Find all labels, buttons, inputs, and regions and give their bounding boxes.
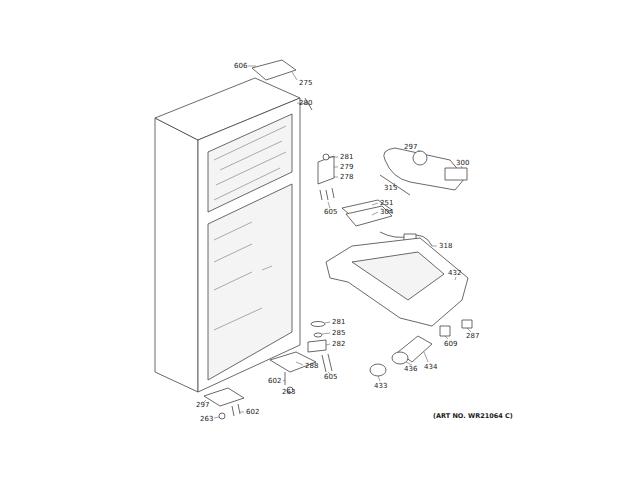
callout-number: 609 xyxy=(444,341,457,348)
callout-number: 281 xyxy=(332,319,345,326)
callout-number: 263 xyxy=(282,389,295,396)
callout-number: 300 xyxy=(456,160,469,167)
callout-number: 297 xyxy=(404,144,417,151)
callout-number: 432 xyxy=(448,270,461,277)
callout-number: 602 xyxy=(246,409,259,416)
cabinet-side xyxy=(155,118,198,392)
callout-number: 287 xyxy=(466,333,479,340)
callout-number: 281 xyxy=(340,154,353,161)
art-number: (ART NO. WR21064 C) xyxy=(433,413,513,420)
callout-number: 434 xyxy=(424,364,437,371)
evaporator-cover xyxy=(326,238,468,326)
cabinet-front xyxy=(198,98,300,392)
fresh-food-opening xyxy=(208,184,292,380)
callout-number: 606 xyxy=(234,63,247,70)
callout-number: 279 xyxy=(340,164,353,171)
callout-number: 436 xyxy=(404,366,417,373)
callout-number: 285 xyxy=(332,330,345,337)
hinge xyxy=(252,60,296,80)
callout-number: 263 xyxy=(200,416,213,423)
callout-number: 251 xyxy=(380,200,393,207)
callout-number: 315 xyxy=(384,185,397,192)
callout-number: 304 xyxy=(380,209,393,216)
callout-number: 433 xyxy=(374,383,387,390)
callout-number: 602 xyxy=(268,378,281,385)
callout-number: 605 xyxy=(324,374,337,381)
callout-number: 275 xyxy=(299,80,312,87)
callout-number: 288 xyxy=(305,363,318,370)
callout-number: 605 xyxy=(324,209,337,216)
callout-number: 280 xyxy=(299,100,312,107)
callout-number: 297 xyxy=(196,402,209,409)
hinge xyxy=(204,388,244,406)
callout-number: 318 xyxy=(439,243,452,250)
callout-number: 278 xyxy=(340,174,353,181)
callout-number: 282 xyxy=(332,341,345,348)
